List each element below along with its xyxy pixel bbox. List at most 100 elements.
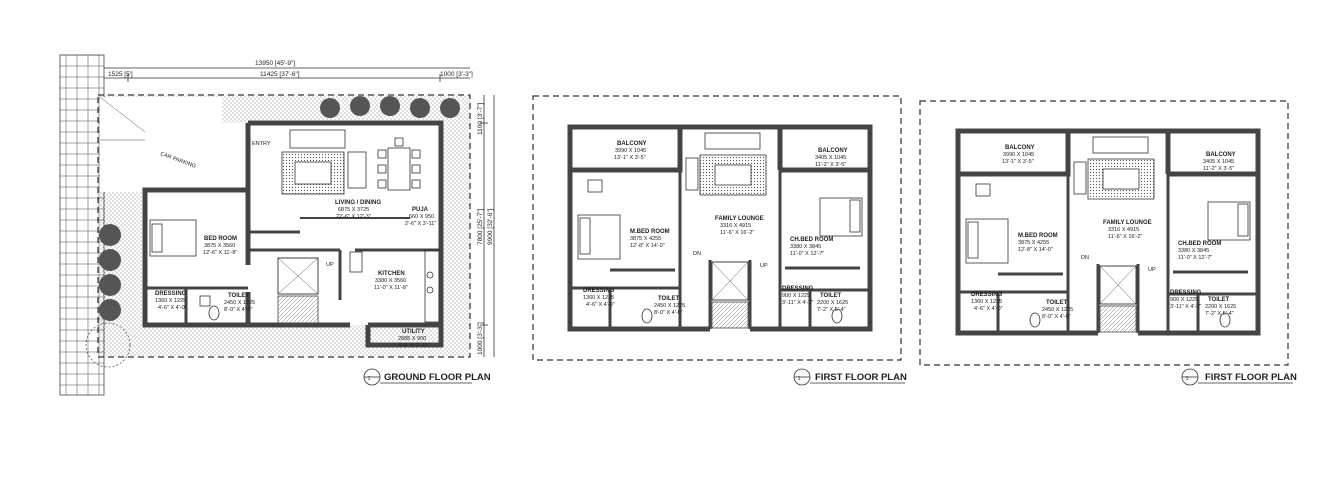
chbed-label: CH.BED ROOM xyxy=(1178,241,1221,247)
bedroom-label: BED ROOM xyxy=(204,236,237,242)
toilet2-size: 2200 X 1625 xyxy=(1205,304,1236,310)
balcony2-size: 3405 X 1045 xyxy=(1203,159,1234,165)
living-size: 6875 X 3725 xyxy=(338,207,369,213)
ground-floor-title: GROUND FLOOR PLAN xyxy=(384,372,491,383)
chbed-ft: 11'-0" X 12'-7" xyxy=(1178,255,1212,261)
utility-label: UTILITY xyxy=(402,329,425,335)
balcony1-label: BALCONY xyxy=(1005,145,1035,151)
stair-up-label: UP xyxy=(1148,267,1156,273)
kitchen-size: 3380 X 3560 xyxy=(375,278,406,284)
toilet2-ft: 7'-2" X 5'-4" xyxy=(817,307,846,313)
balcony1-label: BALCONY xyxy=(617,141,647,147)
toilet1-label: TOILET xyxy=(658,296,680,302)
living-label: LIVING / DINING xyxy=(335,200,381,206)
dim-v-total: 9900 [32'-6"] xyxy=(487,208,494,245)
first-floor-title-a: FIRST FLOOR PLAN xyxy=(815,372,907,383)
balcony2-ft: 11'-2" X 3'-5" xyxy=(1203,166,1234,172)
toilet2-label: TOILET xyxy=(1208,297,1230,303)
living-ft: 22'-6" X 12'-3" xyxy=(336,214,371,220)
dim-v-bottom: 1000 [3'-3"] xyxy=(477,322,484,355)
dressing-size: 1360 X 1225 xyxy=(155,298,186,304)
balcony2-label: BALCONY xyxy=(1206,152,1236,158)
dressing-label: DRESSING xyxy=(971,292,1003,298)
drawing-number: 1 xyxy=(797,376,800,382)
dressing-ft: 4'-6" X 4'-0" xyxy=(586,302,615,308)
mbed-size: 3875 X 4255 xyxy=(630,236,661,242)
ground-floor-plan xyxy=(59,54,495,396)
dim-middle: 11425 [37'-6"] xyxy=(260,71,300,78)
mbed-ft: 12'-8" X 14'-0" xyxy=(1018,247,1053,253)
toilet1-label: TOILET xyxy=(1046,300,1068,306)
plot-boundary xyxy=(919,100,1289,366)
balcony1-ft: 13'-1" X 3'-5" xyxy=(1002,159,1034,165)
dressing2-size: 900 X 1225 xyxy=(1170,297,1198,303)
dressing-ft: 4'-6" X 4'-0" xyxy=(974,306,1003,312)
stair-dn-label: DN xyxy=(693,251,701,257)
dim-left: 1525 [5'] xyxy=(108,71,133,78)
utility-size: 2885 X 900 xyxy=(398,336,426,342)
toilet1-ft: 8'-0" X 4'-0" xyxy=(1042,314,1071,320)
stair-dn-label: DN xyxy=(1081,255,1089,261)
dim-v-mid: 7800 [25'-7"] xyxy=(477,208,484,245)
toilet2-label: TOILET xyxy=(820,293,842,299)
toilet-size: 2450 X 1225 xyxy=(224,300,255,306)
family-lounge-ft: 11'-6" X 16'-2" xyxy=(1108,234,1142,240)
mbed-ft: 12'-8" X 14'-0" xyxy=(630,243,665,249)
family-lounge-label: FAMILY LOUNGE xyxy=(1103,220,1152,226)
dressing2-size: 900 X 1225 xyxy=(782,293,810,299)
kitchen-label: KITCHEN xyxy=(378,271,405,277)
mbed-size: 3875 X 4255 xyxy=(1018,240,1049,246)
paving-strip xyxy=(59,54,105,396)
mbed-label: M.BED ROOM xyxy=(630,229,670,235)
family-lounge-label: FAMILY LOUNGE xyxy=(715,216,764,222)
balcony2-ft: 11'-2" X 3'-5" xyxy=(815,162,846,168)
plot-boundary xyxy=(532,95,902,361)
balcony1-size: 3990 X 1045 xyxy=(1003,152,1034,158)
toilet-label: TOILET xyxy=(228,293,250,299)
balcony2-size: 3405 X 1045 xyxy=(815,155,846,161)
drawing-number: 1 xyxy=(1185,376,1188,382)
chbed-size: 3380 X 3845 xyxy=(1178,248,1209,254)
dressing-label: DRESSING xyxy=(155,291,187,297)
family-lounge-ft: 11'-6" X 16'-2" xyxy=(720,230,754,236)
entry-label: ENTRY xyxy=(252,141,271,147)
chbed-size: 3380 X 3845 xyxy=(790,244,821,250)
balcony1-size: 3990 X 1045 xyxy=(615,148,646,154)
toilet2-ft: 7'-2" X 5'-4" xyxy=(1205,311,1234,317)
drawing-number: 1 xyxy=(367,376,370,382)
dim-v-top: 1100 [3'-7"] xyxy=(477,102,484,135)
balcony2-label: BALCONY xyxy=(818,148,848,154)
mbed-label: M.BED ROOM xyxy=(1018,233,1058,239)
bedroom-size: 3875 X 3560 xyxy=(204,243,235,249)
toilet1-size: 2450 X 1225 xyxy=(654,303,685,309)
stair-up-label: UP xyxy=(760,263,768,269)
dim-right: 1000 [3'-3"] xyxy=(440,71,473,78)
puja-size: 660 X 950 xyxy=(409,214,434,220)
toilet1-size: 2450 X 1225 xyxy=(1042,307,1073,313)
first-floor-title-b: FIRST FLOOR PLAN xyxy=(1205,372,1297,383)
dressing2-ft: 3'-11" X 4'-0" xyxy=(782,300,813,306)
site-boundary xyxy=(97,94,471,358)
utility-ft: 9'-6" X 2'-11" xyxy=(398,343,429,349)
dressing2-label: DRESSING xyxy=(782,286,814,292)
first-floor-plan-a xyxy=(532,95,905,386)
toilet2-size: 2200 X 1625 xyxy=(817,300,848,306)
family-lounge-size: 3316 X 4915 xyxy=(720,223,751,229)
tree-icons xyxy=(85,96,460,368)
stair-up-label: UP xyxy=(326,262,334,268)
dressing-label: DRESSING xyxy=(583,288,615,294)
first-floor-plan-b xyxy=(919,100,1293,386)
puja-label: PUJA xyxy=(412,207,429,213)
kitchen-ft: 11'-0" X 11'-8" xyxy=(374,285,408,291)
dressing-size: 1360 X 1225 xyxy=(583,295,614,301)
dressing-ft: 4'-6" X 4'-0" xyxy=(158,305,187,311)
bedroom-ft: 12'-6" X 11'-8" xyxy=(203,250,237,256)
dressing2-ft: 3'-11" X 4'-0" xyxy=(1170,304,1201,310)
dim-overall: 13950 [45'-9"] xyxy=(255,60,295,67)
chbed-label: CH.BED ROOM xyxy=(790,237,833,243)
toilet-ft: 8'-0" X 4'-0" xyxy=(224,307,253,313)
dressing-size: 1360 X 1225 xyxy=(971,299,1002,305)
chbed-ft: 11'-0" X 12'-7" xyxy=(790,251,824,257)
family-lounge-size: 3316 X 4915 xyxy=(1108,227,1139,233)
